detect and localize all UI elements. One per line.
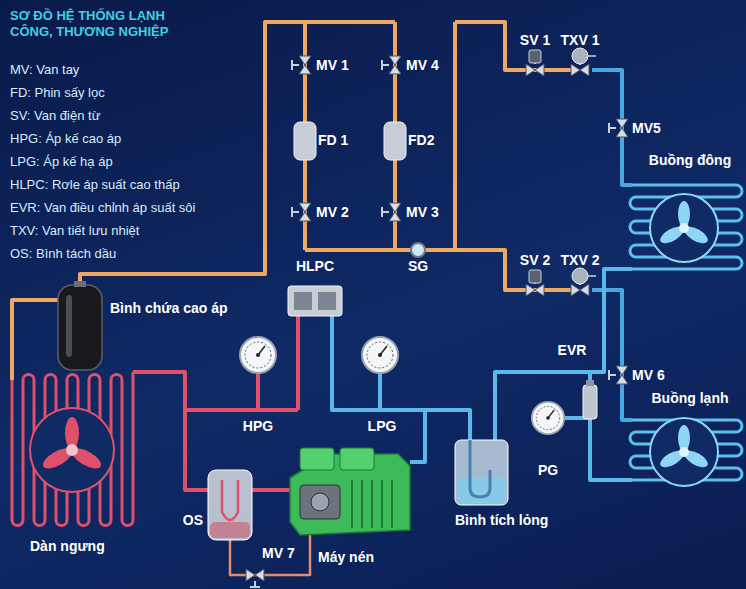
pressure-switch bbox=[288, 286, 342, 316]
part-label: Bình tích lỏng bbox=[455, 512, 548, 528]
pressure-gauge bbox=[240, 337, 276, 373]
part-label: Dàn ngưng bbox=[30, 538, 105, 554]
part-label: FD2 bbox=[408, 132, 434, 148]
expansion-line bbox=[592, 70, 632, 420]
legend-text: HLPC: Rơle áp suất cao thấp bbox=[10, 177, 180, 192]
pressure-gauge-face bbox=[532, 402, 564, 434]
suction-accumulator bbox=[455, 440, 508, 505]
legend-text: FD: Phin sấy lọc bbox=[10, 85, 105, 100]
part-label: MV 1 bbox=[316, 57, 349, 73]
part-label: Bình chứa cao áp bbox=[110, 300, 228, 316]
legend-item: EVR: Van điều chỉnh áp suất sôi bbox=[10, 196, 196, 219]
legend-text: HPG: Áp kế cao áp bbox=[10, 131, 121, 146]
part-label: Máy nén bbox=[318, 549, 374, 565]
legend-item: LPG: Áp kế hạ áp bbox=[10, 150, 196, 173]
part-label: SG bbox=[408, 258, 428, 274]
expansion-valve-symbol bbox=[571, 268, 596, 296]
part-label: SV 2 bbox=[520, 252, 550, 268]
legend-text: EVR: Van điều chỉnh áp suất sôi bbox=[10, 200, 196, 215]
compressor bbox=[290, 448, 410, 535]
legend-item: FD: Phin sấy lọc bbox=[10, 81, 196, 104]
hand-valve-symbol bbox=[609, 119, 628, 137]
legend-text: LPG: Áp kế hạ áp bbox=[10, 154, 113, 169]
legend-item: MV: Van tay bbox=[10, 58, 196, 81]
pressure-gauge bbox=[532, 402, 564, 434]
part-label: SV 1 bbox=[520, 32, 550, 48]
part-label: HLPC bbox=[296, 258, 334, 274]
part-label: TXV 2 bbox=[561, 252, 600, 268]
part-label: Buồng đông bbox=[649, 152, 731, 168]
part-label: Buồng lạnh bbox=[652, 390, 729, 406]
condenser-fan bbox=[30, 408, 114, 492]
hand-valve-symbol bbox=[382, 203, 401, 221]
part-label: TXV 1 bbox=[561, 32, 600, 48]
part-label: OS bbox=[183, 512, 203, 528]
legend-text: OS: Bình tách dầu bbox=[10, 246, 116, 261]
receiver-tank bbox=[58, 281, 102, 370]
diagram-title: SƠ ĐỒ HỆ THỐNG LẠNH CÔNG, THƯƠNG NGHIỆP bbox=[10, 8, 210, 40]
hand-valve-symbol bbox=[246, 569, 264, 587]
filter-drier bbox=[294, 122, 316, 160]
legend-item: OS: Bình tách dầu bbox=[10, 242, 196, 265]
legend-item: HPG: Áp kế cao áp bbox=[10, 127, 196, 150]
part-label: EVR bbox=[558, 342, 587, 358]
freezer-evaporator-coil bbox=[630, 185, 742, 269]
freezer-fan bbox=[650, 194, 718, 262]
oil-separator bbox=[208, 470, 252, 540]
solenoid-valve-symbol bbox=[526, 270, 544, 296]
hand-valve-symbol bbox=[609, 366, 628, 384]
part-label: MV5 bbox=[632, 120, 661, 136]
oil-return-line bbox=[230, 535, 310, 575]
legend-text: TXV: Van tiết lưu nhiệt bbox=[10, 223, 139, 238]
legend: MV: Van tayFD: Phin sấy lọcSV: Van điện … bbox=[10, 58, 196, 265]
discharge-line bbox=[133, 316, 298, 490]
sight-glass bbox=[411, 243, 425, 257]
chiller-fan bbox=[650, 418, 718, 486]
legend-item: TXV: Van tiết lưu nhiệt bbox=[10, 219, 196, 242]
filter-drier bbox=[384, 122, 406, 160]
condenser-coil bbox=[12, 372, 133, 526]
solenoid-valve-symbol bbox=[526, 50, 544, 76]
part-label: PG bbox=[538, 462, 558, 478]
legend-text: MV: Van tay bbox=[10, 62, 79, 77]
pressure-gauge bbox=[362, 337, 398, 373]
part-label: HPG bbox=[243, 418, 273, 434]
legend-item: SV: Van điện từ bbox=[10, 104, 196, 127]
legend-item: HLPC: Rơle áp suất cao thấp bbox=[10, 173, 196, 196]
legend-text: SV: Van điện từ bbox=[10, 108, 100, 123]
part-label: FD 1 bbox=[318, 132, 348, 148]
evr-valve-symbol bbox=[583, 380, 597, 419]
hand-valve-symbol bbox=[382, 56, 401, 74]
part-label: MV 2 bbox=[316, 204, 349, 220]
part-label: MV 6 bbox=[632, 367, 665, 383]
part-label: LPG bbox=[368, 418, 397, 434]
hand-valve-symbol bbox=[292, 203, 311, 221]
part-label: MV 3 bbox=[406, 204, 439, 220]
expansion-valve-symbol bbox=[571, 48, 596, 76]
hand-valve-symbol bbox=[292, 56, 311, 74]
part-label: MV 7 bbox=[262, 545, 295, 561]
part-label: MV 4 bbox=[406, 57, 439, 73]
